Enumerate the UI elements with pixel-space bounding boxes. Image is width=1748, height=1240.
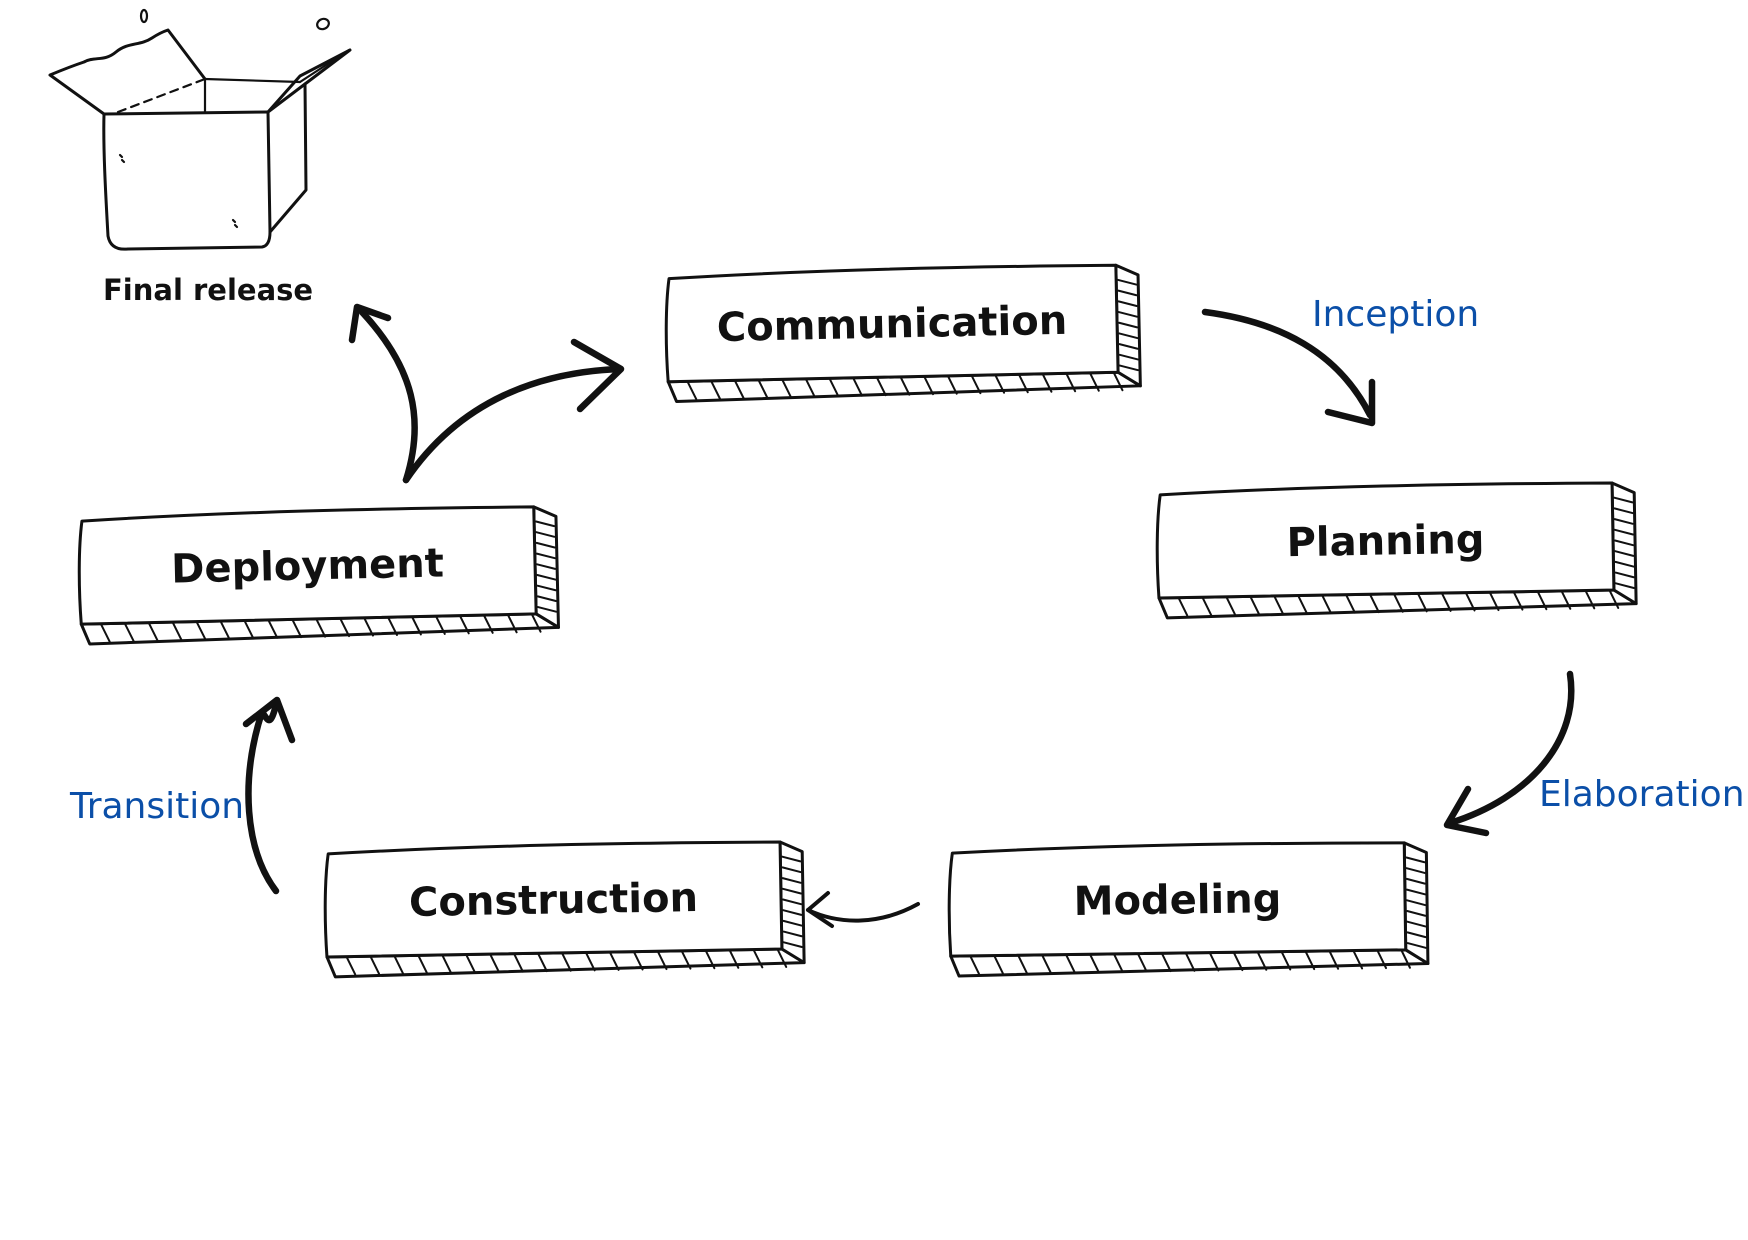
stage-label-planning: Planning — [1286, 517, 1485, 566]
phase-label-elaboration: Elaboration — [1539, 774, 1745, 815]
phase-label-transition: Transition — [69, 786, 244, 827]
arrow-modeling-to-construction — [806, 891, 920, 928]
stage-slab-construction: Construction — [323, 840, 806, 979]
arrow-deployment-to-communication — [402, 338, 625, 484]
stage-label-construction: Construction — [409, 875, 699, 926]
stage-slab-modeling: Modeling — [947, 841, 1430, 978]
arrow-planning-to-modeling — [1443, 670, 1575, 837]
stage-label-modeling: Modeling — [1073, 876, 1281, 925]
stage-label-communication: Communication — [716, 298, 1067, 351]
stage-slab-planning: Planning — [1155, 481, 1638, 620]
arrow-deployment-to-final-release — [348, 303, 418, 484]
arrow-communication-to-planning — [1201, 308, 1376, 427]
stage-label-deployment: Deployment — [171, 540, 445, 592]
phase-label-inception: Inception — [1312, 294, 1479, 335]
arrow-construction-to-deployment — [242, 696, 296, 895]
stage-slab-deployment: Deployment — [77, 505, 560, 646]
open-box-icon — [48, 8, 352, 251]
stage-slab-communication: Communication — [664, 263, 1142, 404]
final-release-caption: Final release — [103, 273, 313, 307]
